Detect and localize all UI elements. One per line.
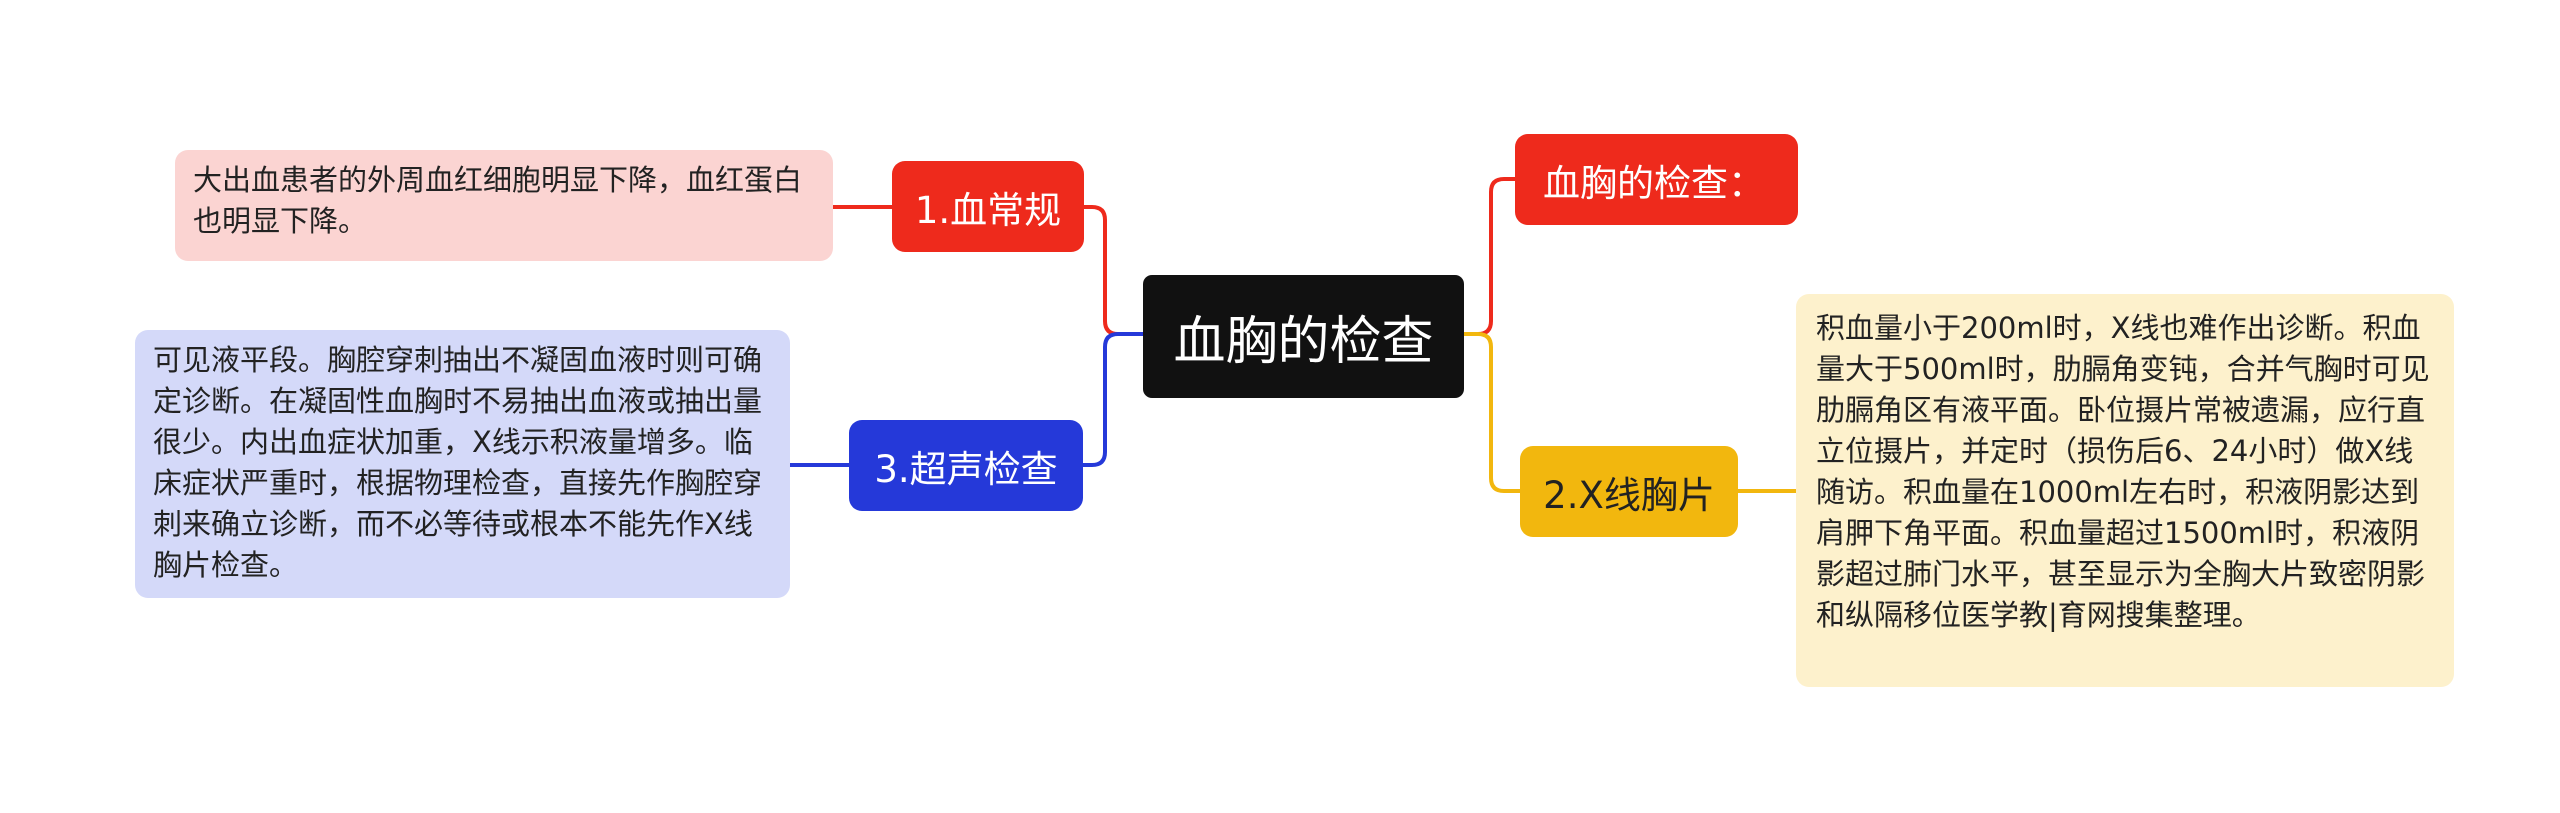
link-center-to-blood <box>1084 205 1143 336</box>
link-center-to-ultrasound <box>1083 332 1143 467</box>
branch-ultrasound[interactable]: 3.超声检查 <box>849 420 1083 511</box>
note-ultrasound[interactable]: 可见液平段。胸腔穿刺抽出不凝固血液时则可确定诊断。在凝固性血胸时不易抽出血液或抽… <box>135 330 790 598</box>
branch-xray[interactable]: 2.X线胸片 <box>1520 446 1738 537</box>
note-blood-routine[interactable]: 大出血患者的外周血红细胞明显下降，血红蛋白也明显下降。 <box>175 150 833 261</box>
branch-heading[interactable]: 血胸的检查： <box>1515 134 1798 225</box>
link-center-to-xray <box>1464 332 1520 493</box>
central-topic[interactable]: 血胸的检查 <box>1143 275 1464 398</box>
link-center-to-heading <box>1464 177 1515 336</box>
branch-blood-routine[interactable]: 1.血常规 <box>892 161 1084 252</box>
note-xray[interactable]: 积血量小于200ml时，X线也难作出诊断。积血量大于500ml时，肋膈角变钝，合… <box>1796 294 2454 687</box>
